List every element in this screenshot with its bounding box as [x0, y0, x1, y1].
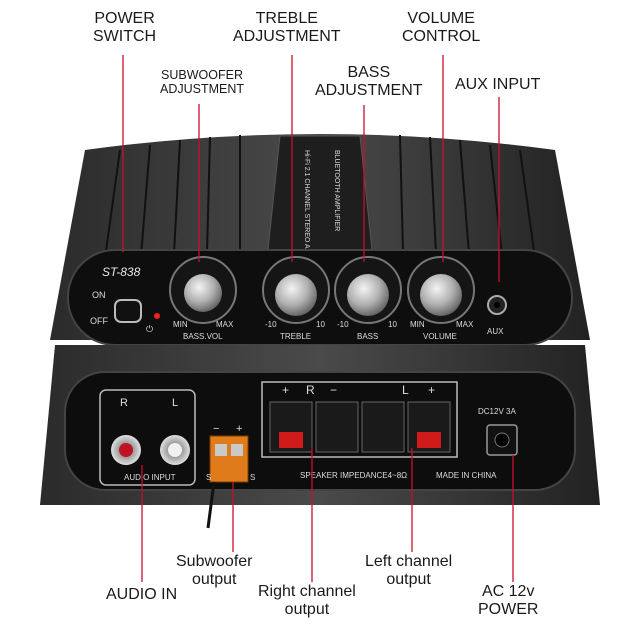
on-label: ON [92, 290, 106, 300]
sub-plus: + [236, 423, 242, 435]
callout-ac-power: AC 12v POWER [478, 583, 539, 619]
bass-vol-max: MAX [216, 320, 234, 329]
callout-audio-in: AUDIO IN [106, 586, 178, 603]
callout-treble-adjustment: TREBLE ADJUSTMENT [233, 10, 341, 46]
audio-input-r: R [120, 397, 128, 409]
sub-label-left: S [206, 473, 211, 482]
sub-minus: − [213, 423, 219, 435]
volume-max: MAX [456, 320, 474, 329]
bass-knob[interactable] [347, 274, 389, 316]
sub-label-right: S [250, 473, 255, 482]
aux-label: AUX [487, 327, 504, 336]
speaker-clip-red-right [279, 432, 303, 448]
sub-terminal-screw-1 [215, 444, 227, 456]
speaker-clip-red-left [417, 432, 441, 448]
audio-input-l: L [172, 397, 178, 409]
speaker-impedance: SPEAKER IMPEDANCE4~8Ω [300, 471, 407, 480]
callout-right-channel-output: Right channel output [258, 583, 356, 619]
treble-knob[interactable] [275, 274, 317, 316]
off-label: OFF [90, 316, 108, 326]
bass-vol-min: MIN [173, 320, 188, 329]
callout-power-switch: POWER SWITCH [93, 10, 157, 46]
power-led [154, 313, 160, 319]
callout-aux-input: AUX INPUT [455, 76, 541, 93]
dc-jack-hole [494, 432, 510, 448]
front-amplifier: Hi-Fi 2.1 CHANNEL STEREO AMP BLUETOOTH A… [50, 134, 590, 346]
callout-volume-control: VOLUME CONTROL [402, 10, 481, 46]
sub-cable [206, 481, 216, 529]
treble-label: TREBLE [280, 332, 311, 341]
power-switch[interactable] [114, 299, 142, 323]
spk-r: R [306, 383, 315, 397]
audio-input-panel [99, 389, 196, 486]
treble-min: -10 [265, 320, 277, 329]
model-label: ST-838 [102, 265, 141, 279]
volume-min: MIN [410, 320, 425, 329]
callout-left-channel-output: Left channel output [365, 553, 453, 589]
volume-label: VOLUME [423, 332, 457, 341]
top-plate-text: Hi-Fi 2.1 CHANNEL STEREO AMP [303, 150, 310, 259]
speaker-panel [261, 381, 458, 458]
spk-r-minus: − [330, 383, 337, 397]
spk-r-plus: + [282, 383, 289, 397]
callout-lines [122, 55, 514, 582]
volume-knob[interactable] [420, 274, 462, 316]
sub-terminal-screw-2 [231, 444, 243, 456]
callout-subwoofer-output: Subwoofer output [176, 553, 253, 589]
top-plate-text-2: BLUETOOTH AMPLIFIER [333, 150, 340, 231]
callout-bass-adjustment: BASS ADJUSTMENT [315, 64, 423, 100]
spk-l: L [402, 383, 409, 397]
power-icon: ⏻ [146, 324, 153, 334]
speaker-clips [269, 401, 451, 453]
audio-input-label: AUDIO INPUT [124, 473, 176, 482]
speaker-clip[interactable] [315, 401, 359, 453]
dc-label: DC12V 3A [478, 407, 516, 416]
rca-left-core [168, 443, 182, 457]
aux-jack-hole [494, 302, 500, 308]
treble-max: 10 [316, 320, 325, 329]
bass-min: -10 [337, 320, 349, 329]
bass-vol-knob[interactable] [184, 274, 222, 312]
rca-right-core [119, 443, 133, 457]
spk-l-plus: + [428, 383, 435, 397]
bass-label: BASS [357, 332, 378, 341]
subwoofer-terminal[interactable] [209, 435, 249, 483]
speaker-clip[interactable] [361, 401, 405, 453]
rear-amplifier: R L AUDIO INPUT − + S S + R − L + SPEAKE… [40, 345, 600, 529]
callout-subwoofer-adjustment: SUBWOOFER ADJUSTMENT [160, 68, 245, 97]
bass-max: 10 [388, 320, 397, 329]
made-in-china: MADE IN CHINA [436, 471, 497, 480]
bass-vol-label: BASS.VOL [183, 332, 223, 341]
top-plate [267, 135, 373, 251]
